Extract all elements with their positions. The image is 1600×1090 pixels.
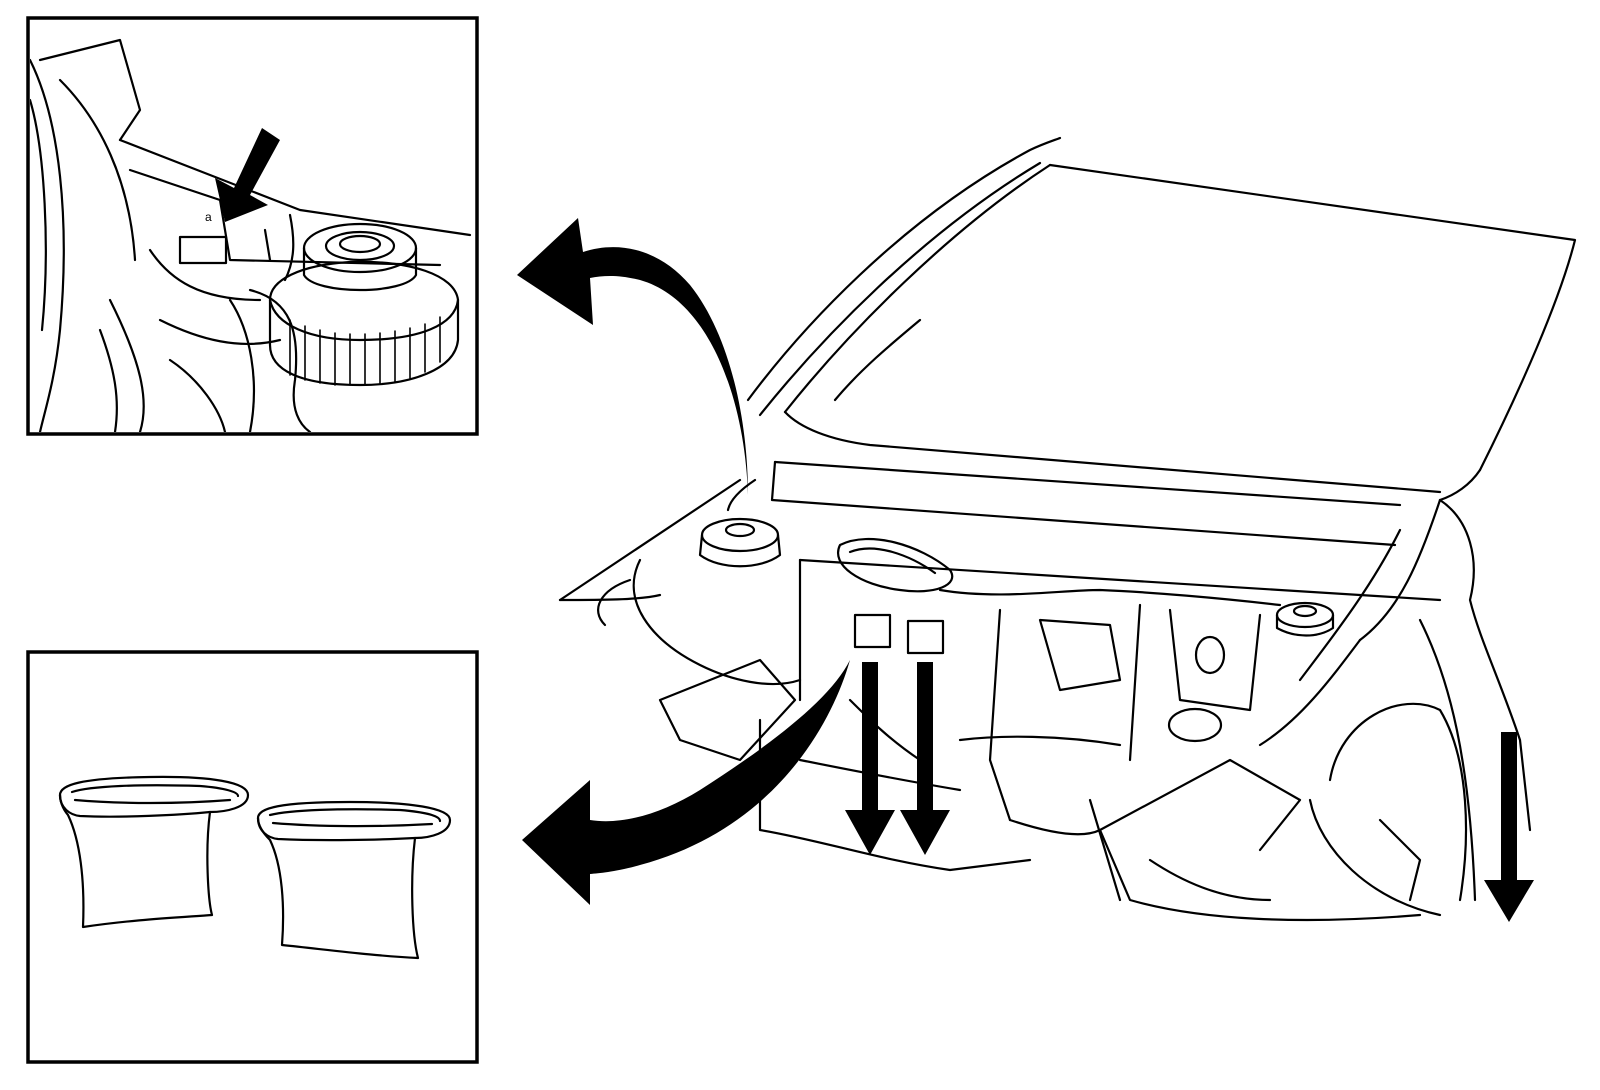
vehicle-front-drawing	[558, 136, 1577, 922]
callout-arrows	[517, 218, 850, 905]
down-arrow-icon	[845, 662, 895, 855]
air-duct-left	[58, 775, 250, 929]
inset-top: a	[26, 16, 479, 436]
callout-letter-a: a	[205, 210, 212, 224]
curved-arrow-icon	[522, 660, 850, 905]
inset-bottom	[26, 650, 479, 1064]
down-arrow-icon	[900, 662, 950, 855]
curved-arrow-icon	[517, 218, 748, 495]
air-duct-right	[256, 800, 452, 960]
down-arrow-icon	[1484, 732, 1534, 922]
removal-direction-arrows	[845, 662, 1534, 922]
down-left-arrow-icon	[215, 128, 280, 222]
